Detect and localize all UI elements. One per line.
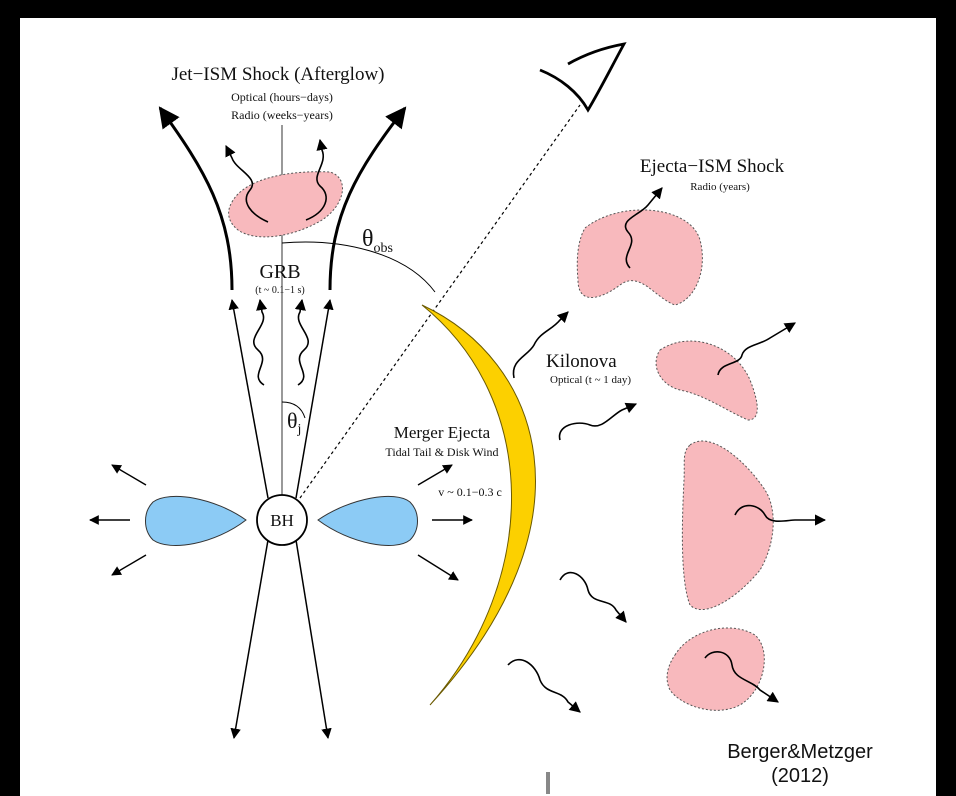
credit-line-1: Berger&Metzger [727, 741, 873, 763]
jet-shock-radio: Radio (weeks−years) [231, 108, 333, 122]
grb-duration: (t ~ 0.1−1 s) [255, 285, 304, 296]
merger-ejecta-subtitle: Tidal Tail & Disk Wind [385, 445, 498, 459]
kilonova-optical: Optical (t ~ 1 day) [550, 374, 631, 386]
ejecta-shock-title: Ejecta−ISM Shock [640, 156, 785, 177]
cursor-mark [546, 772, 550, 794]
jet-shock-title: Jet−ISM Shock (Afterglow) [171, 64, 384, 85]
grb-title: GRB [259, 261, 300, 283]
kilonova-title: Kilonova [546, 351, 617, 372]
credit-line-2: (2012) [771, 765, 829, 787]
figure-panel [20, 18, 936, 796]
bh-label: BH [270, 511, 294, 530]
velocity-label: v ~ 0.1−0.3 c [438, 485, 502, 499]
ejecta-shock-radio: Radio (years) [690, 181, 750, 193]
jet-shock-optical: Optical (hours−days) [231, 90, 333, 104]
merger-ejecta-title: Merger Ejecta [394, 423, 491, 442]
